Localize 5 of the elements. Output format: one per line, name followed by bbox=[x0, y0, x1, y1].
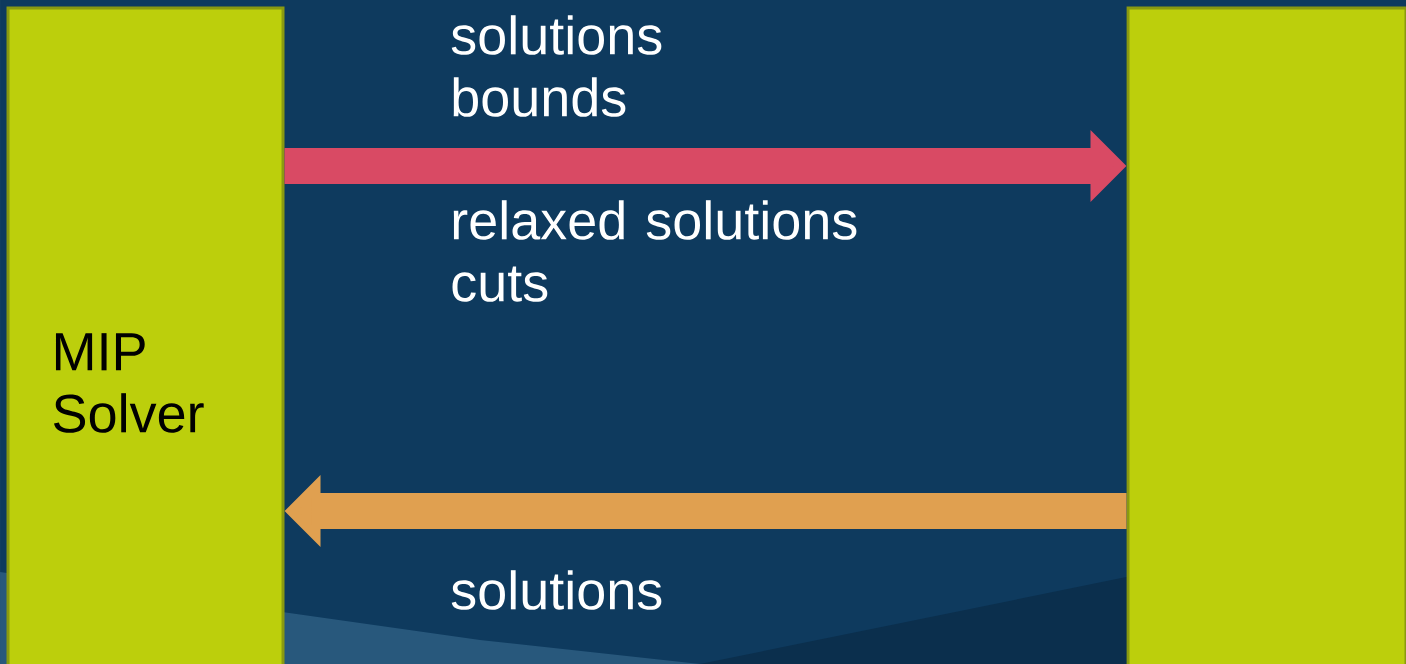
solver-box: MIP Solver bbox=[6, 6, 285, 664]
edge-label: solutions bounds bbox=[451, 15, 662, 117]
flow-label: relaxed solutions cuts bbox=[452, 200, 857, 302]
empty-box bbox=[1126, 6, 1406, 664]
edge-label: solutions bbox=[451, 570, 662, 610]
